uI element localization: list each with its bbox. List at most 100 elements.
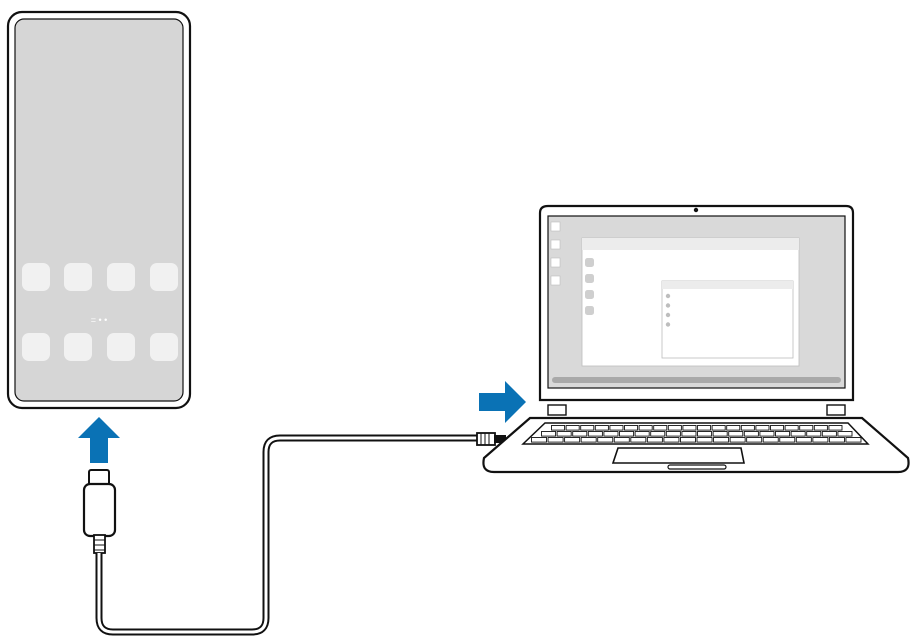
- desktop-icon: [550, 275, 561, 286]
- keyboard-key: [762, 437, 779, 443]
- keyboard-key: [638, 425, 653, 431]
- keyboard-key: [680, 437, 696, 443]
- window-header: [582, 238, 799, 250]
- keyboard-key: [728, 431, 744, 437]
- desktop-icon: [550, 257, 561, 268]
- phone-screen: [14, 18, 184, 402]
- keyboard-key: [795, 437, 812, 443]
- keyboard-key: [681, 431, 697, 437]
- keyboard-key: [646, 437, 663, 443]
- keyboard-key: [729, 437, 746, 443]
- keyboard-key: [650, 431, 666, 437]
- phone: = • •: [6, 10, 192, 410]
- list-item: [585, 306, 594, 315]
- keyboard-key: [619, 431, 635, 437]
- keyboard-key: [682, 425, 697, 431]
- keyboard-key: [572, 431, 588, 437]
- keyboard-key: [665, 431, 681, 437]
- laptop: [482, 204, 910, 474]
- keyboard: [531, 425, 862, 443]
- keyboard-key: [743, 431, 759, 437]
- keyboard-key: [779, 437, 796, 443]
- usb-c-plug: [82, 469, 117, 554]
- keyboard-key: [667, 425, 682, 431]
- keyboard-key: [837, 431, 853, 437]
- desktop-icons: [550, 221, 561, 286]
- desktop-icon: [550, 239, 561, 250]
- keyboard-key: [712, 431, 728, 437]
- webcam: [693, 207, 699, 213]
- app-icon: [107, 263, 135, 291]
- keyboard-key: [547, 437, 564, 443]
- window-list: [585, 258, 594, 315]
- list-item: [665, 293, 671, 299]
- keyboard-key: [740, 425, 755, 431]
- app-icon: [22, 263, 50, 291]
- keyboard-key: [580, 425, 595, 431]
- right-arrow-icon: [479, 381, 526, 423]
- keyboard-key: [711, 425, 726, 431]
- keyboard-key: [624, 425, 639, 431]
- app-icon: [107, 333, 135, 361]
- keyboard-key: [697, 431, 713, 437]
- list-item: [585, 258, 594, 267]
- keyboard-key: [755, 425, 770, 431]
- keyboard-key: [564, 437, 581, 443]
- keyboard-key: [726, 425, 741, 431]
- dialog-window: [661, 280, 794, 359]
- dialog-list: [665, 293, 671, 327]
- taskbar: [552, 377, 841, 383]
- keyboard-key: [770, 425, 785, 431]
- keyboard-key: [531, 437, 548, 443]
- keyboard-key: [845, 437, 862, 443]
- app-icon: [64, 333, 92, 361]
- list-item: [665, 312, 671, 318]
- keyboard-key: [587, 431, 603, 437]
- keyboard-key: [828, 425, 843, 431]
- keyboard-key: [565, 425, 580, 431]
- keyboard-key: [696, 437, 713, 443]
- keyboard-key: [634, 431, 650, 437]
- app-icon: [150, 333, 178, 361]
- keyboard-key: [551, 425, 566, 431]
- keyboard-key: [713, 437, 730, 443]
- keyboard-key: [541, 431, 557, 437]
- keyboard-key: [828, 437, 845, 443]
- keyboard-key: [806, 431, 822, 437]
- keyboard-key: [663, 437, 680, 443]
- list-item: [665, 322, 671, 327]
- usb-cable: [95, 434, 478, 636]
- usb-a-plug: [476, 432, 506, 446]
- list-item: [585, 290, 594, 299]
- keyboard-key: [556, 431, 572, 437]
- phone-home-icons: [22, 263, 178, 361]
- keyboard-key: [594, 425, 609, 431]
- keyboard-key: [630, 437, 647, 443]
- keyboard-key: [697, 425, 712, 431]
- keyboard-key: [784, 425, 799, 431]
- app-icon: [150, 263, 178, 291]
- page-indicator: = • •: [91, 315, 108, 325]
- keyboard-key: [580, 437, 597, 443]
- desktop-icon: [550, 221, 561, 232]
- keyboard-key: [775, 431, 791, 437]
- app-icon: [22, 333, 50, 361]
- trackpad: [611, 447, 745, 464]
- keyboard-key: [609, 425, 624, 431]
- keyboard-key: [613, 437, 630, 443]
- keyboard-key: [790, 431, 806, 437]
- keyboard-key: [746, 437, 763, 443]
- keyboard-key: [821, 431, 837, 437]
- keyboard-key: [812, 437, 829, 443]
- keyboard-key: [799, 425, 814, 431]
- keyboard-key: [759, 431, 775, 437]
- list-item: [585, 274, 594, 283]
- keyboard-key: [653, 425, 668, 431]
- keyboard-key: [813, 425, 828, 431]
- keyboard-key: [597, 437, 614, 443]
- up-arrow-icon: [78, 417, 120, 463]
- list-item: [665, 303, 671, 308]
- app-icon: [64, 263, 92, 291]
